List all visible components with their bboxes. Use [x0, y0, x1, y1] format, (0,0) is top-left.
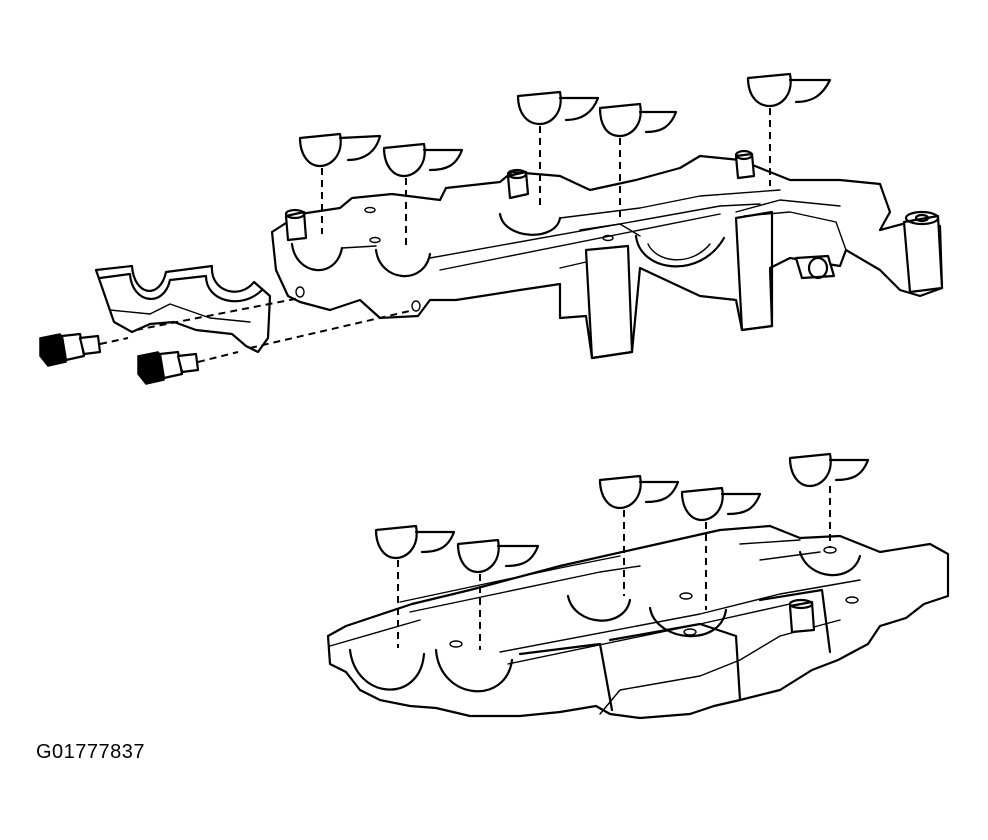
- upper-bearing-saddle-4: [634, 234, 726, 268]
- bearing-shell-lower-5: [788, 452, 870, 548]
- upper-bearing-shells: [298, 72, 832, 248]
- upper-casting-body: [270, 154, 944, 360]
- bearing-shell-upper-1: [298, 132, 382, 234]
- upper-assembly: [39, 72, 944, 385]
- lower-bearing-saddle-2: [434, 648, 514, 693]
- bearing-shell-upper-4: [598, 102, 678, 222]
- lower-bearing-saddle-3: [566, 594, 632, 622]
- bearing-shell-lower-1: [374, 524, 456, 648]
- lower-bearing-shells: [374, 452, 870, 650]
- lower-bearing-saddle-5: [798, 550, 862, 577]
- bearing-shell-upper-5: [746, 72, 832, 186]
- bolt-2: [137, 309, 415, 385]
- lower-casting-body: [326, 524, 950, 720]
- upper-bearing-saddle-1: [290, 242, 344, 272]
- upper-bearing-saddle-2: [374, 248, 432, 278]
- figure-id-label: G01777837: [36, 741, 146, 763]
- bearing-shell-upper-2: [382, 142, 464, 248]
- bearing-shell-lower-3: [598, 474, 680, 596]
- lower-bearing-saddle-1: [348, 648, 426, 691]
- upper-bearing-saddle-3: [498, 212, 562, 236]
- bolt-1: [39, 297, 301, 367]
- bearing-shell-lower-4: [680, 486, 762, 610]
- bearing-shell-lower-2: [456, 538, 540, 650]
- lower-bearing-saddle-4: [648, 606, 728, 638]
- bearing-shell-upper-3: [516, 90, 600, 206]
- lower-assembly: [326, 452, 950, 720]
